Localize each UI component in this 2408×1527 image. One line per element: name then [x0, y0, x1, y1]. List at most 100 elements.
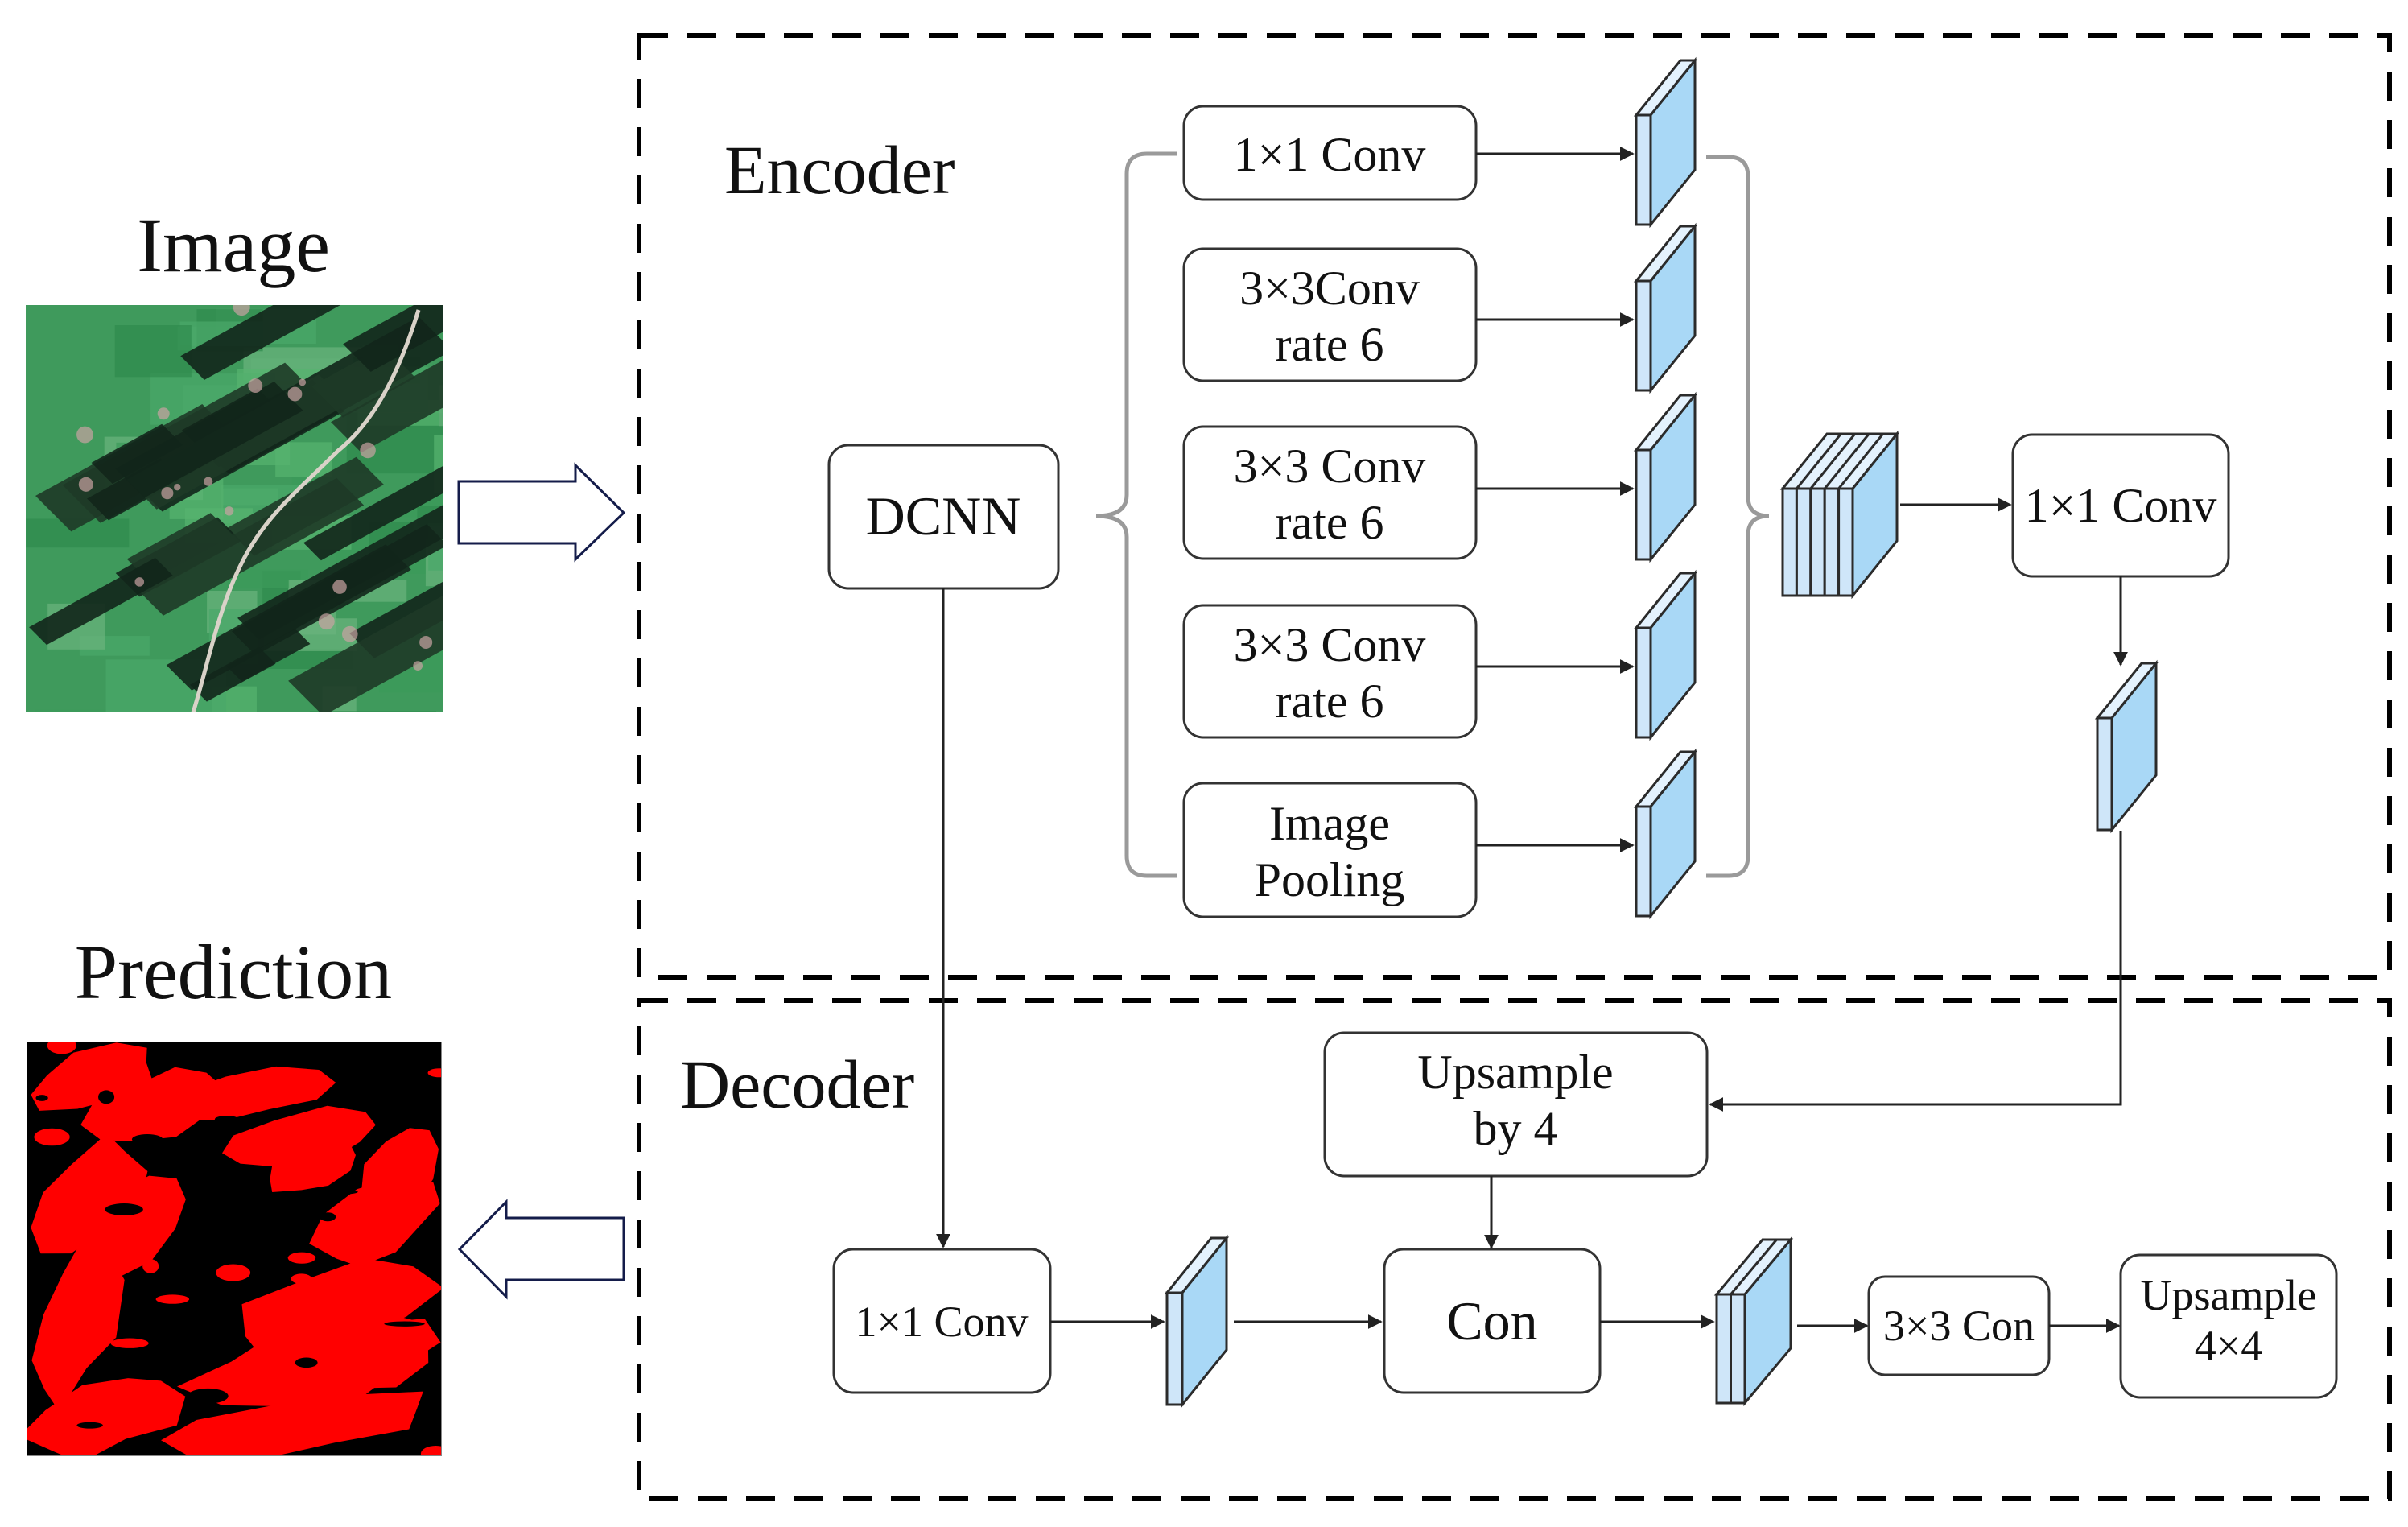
feature-map-slab	[1809, 487, 1826, 597]
prediction-speckle	[27, 1042, 40, 1047]
aspp-branch-label-line: Pooling	[1255, 853, 1405, 906]
encoder-panel	[637, 33, 2392, 980]
aspp-branch-label-line: rate 6	[1276, 496, 1384, 549]
satellite-forest-band	[343, 305, 443, 372]
prediction-speckle	[126, 1304, 154, 1315]
aspp-branch-box	[1182, 604, 1478, 739]
satellite-forest-band	[115, 382, 303, 498]
prediction-speckle	[110, 1338, 149, 1348]
upsample-by-4-block: Upsample by 4	[1323, 1031, 1709, 1178]
aspp-branch-label-line: 3×3Conv	[1239, 262, 1420, 315]
final-upsample-line-1: Upsample	[2141, 1271, 2317, 1319]
aspp-branch-feature-map	[1633, 748, 1698, 920]
prediction-speckle	[105, 1203, 143, 1215]
concat-feature-map	[1779, 430, 1900, 600]
lowlevel-conv-block: 1×1 Conv	[832, 1248, 1052, 1394]
prediction-positive-region	[270, 1141, 356, 1192]
feature-map-slab	[1165, 1291, 1184, 1406]
prediction-speckle	[155, 1294, 190, 1304]
prediction-speckle	[326, 1282, 360, 1299]
prediction-speckle	[188, 1388, 229, 1404]
prediction-speckle	[320, 1212, 336, 1222]
feature-map-slab	[1781, 487, 1798, 597]
satellite-bare-spot	[224, 506, 234, 516]
satellite-bare-spot	[78, 477, 93, 492]
prediction-speckle	[131, 1133, 163, 1145]
refine-conv-block: 3×3 Con	[1867, 1275, 2051, 1376]
aspp-branch-label-line: 3×3 Conv	[1234, 440, 1426, 493]
feature-map-slab	[1715, 1293, 1732, 1405]
encoder-output-feature-map	[2094, 659, 2159, 834]
prediction-positive-region	[31, 1133, 148, 1254]
feature-map-slab	[1635, 113, 1652, 226]
prediction-positive-region	[309, 1176, 440, 1267]
satellite-bare-spot	[360, 442, 376, 459]
lowlevel-feature-map	[1164, 1234, 1230, 1409]
aspp-branch-feature-map	[1633, 391, 1698, 563]
fusion-conv-label: 1×1 Conv	[2025, 479, 2217, 532]
aspp-branch-feature-map	[1633, 569, 1698, 741]
satellite-forest-band	[180, 305, 340, 380]
lowlevel-conv-label: 1×1 Conv	[856, 1298, 1029, 1346]
satellite-texture-patch	[434, 435, 443, 493]
prediction-label: Prediction	[75, 929, 393, 1015]
prediction-speckle	[214, 1116, 239, 1123]
satellite-forest-band	[303, 465, 443, 561]
satellite-bare-spot	[174, 483, 181, 491]
satellite-bare-spot	[419, 635, 433, 650]
feature-map-slab-edge	[1837, 433, 1884, 489]
prediction-positive-region	[27, 1378, 186, 1456]
satellite-bare-spot	[332, 580, 347, 594]
aspp-branch-feature-map	[1633, 56, 1698, 229]
prediction-speckle	[427, 1068, 442, 1078]
prediction-speckle	[287, 1252, 316, 1264]
concat-block: Con	[1383, 1248, 1602, 1394]
dcnn-block: DCNN	[827, 444, 1060, 590]
prediction-speckle	[34, 1128, 70, 1146]
satellite-texture-patch	[309, 711, 437, 712]
satellite-bare-spot	[161, 487, 174, 500]
feature-map-slab-edge	[1730, 1239, 1778, 1295]
aspp-branch-label-line: 3×3 Conv	[1234, 618, 1426, 671]
satellite-texture-patch	[439, 385, 443, 427]
fusion-conv-block: 1×1 Conv	[2011, 433, 2230, 578]
prediction-speckle	[216, 1264, 251, 1281]
aspp-branch-feature-map	[1633, 222, 1698, 394]
satellite-bare-spot	[248, 378, 263, 394]
prediction-mask-image	[27, 1042, 442, 1456]
encoder-output-slab	[2094, 659, 2159, 834]
prediction-positive-region	[80, 1067, 225, 1141]
upsample-line-2: by 4	[1474, 1102, 1558, 1155]
lowlevel-slab	[1164, 1234, 1230, 1409]
final-upsample-line-2: 4×4	[2195, 1322, 2262, 1370]
satellite-texture-patch	[226, 569, 309, 589]
prediction-speckle	[420, 1446, 442, 1456]
satellite-bare-spot	[342, 625, 358, 642]
prediction-speckle	[384, 1321, 425, 1327]
refine-conv-label: 3×3 Con	[1883, 1302, 2035, 1350]
encoder-concat-feature-stack	[1779, 430, 1900, 600]
satellite-texture-patch	[35, 709, 156, 712]
feature-map-slab-edge	[1824, 433, 1870, 489]
prediction-speckle	[35, 1095, 48, 1101]
input-image-label: Image	[137, 202, 330, 288]
input-satellite-image	[26, 305, 443, 712]
satellite-bare-spot	[299, 378, 307, 386]
aspp-branch-label-line: rate 6	[1276, 675, 1384, 728]
prediction-speckle	[47, 1042, 76, 1054]
satellite-texture-patch	[275, 442, 332, 477]
aspp-branch-label-line: 1×1 Conv	[1234, 128, 1426, 181]
feature-map-slab	[1635, 805, 1652, 918]
satellite-texture-patch	[114, 325, 192, 378]
prediction-speckle	[291, 1273, 312, 1284]
satellite-bare-spot	[157, 407, 170, 420]
prediction-speckle	[39, 1353, 76, 1371]
prediction-speckle	[106, 1225, 149, 1236]
final-upsample-block: Upsample 4×4	[2119, 1253, 2338, 1399]
